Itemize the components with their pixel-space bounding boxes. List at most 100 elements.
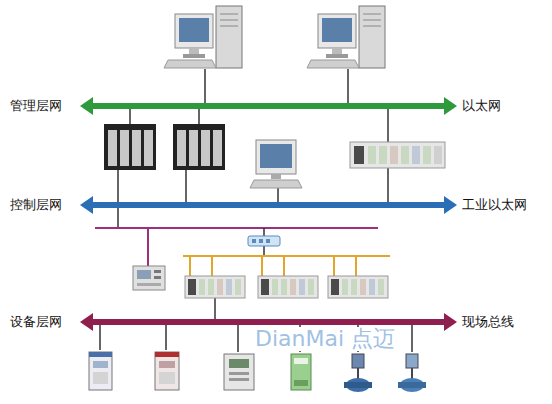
sub-network-line — [147, 228, 149, 266]
drive — [89, 352, 112, 390]
workstation — [363, 26, 381, 27]
plc-rack — [369, 279, 375, 295]
operator-panel — [137, 283, 161, 286]
server-rack — [108, 130, 117, 166]
plc-rack — [299, 279, 305, 295]
fieldbus — [80, 313, 93, 331]
industrial-ethernet-bus — [80, 196, 457, 214]
bus-label: 管理层网 — [10, 97, 62, 115]
workstation — [318, 14, 356, 48]
workstation — [220, 26, 238, 27]
server-rack — [177, 130, 186, 166]
server-rack — [132, 130, 141, 166]
drive — [93, 372, 108, 384]
plc-rack — [235, 279, 241, 295]
operator-panel — [154, 270, 161, 273]
wire — [411, 325, 413, 352]
workstation — [164, 60, 216, 68]
wire — [204, 69, 206, 104]
plc-rack — [328, 276, 388, 298]
wire — [129, 108, 131, 124]
plc-rack — [226, 279, 232, 295]
workstation — [183, 54, 205, 58]
control-valve — [406, 354, 418, 368]
drive — [89, 352, 112, 357]
io-module — [291, 354, 311, 390]
wire — [165, 325, 167, 350]
server-rack — [144, 130, 153, 166]
workstation — [164, 6, 242, 68]
io-module — [291, 354, 311, 390]
control-valve — [352, 354, 364, 368]
wire — [99, 325, 101, 350]
bus-label: 工业以太网 — [462, 196, 527, 214]
wire — [100, 325, 412, 352]
operator-panel — [133, 266, 165, 290]
plc-rack — [258, 276, 318, 298]
wire — [347, 69, 349, 104]
plc-rack — [308, 279, 314, 295]
sub-network-line — [355, 256, 357, 276]
power-meter — [229, 378, 249, 381]
server-rack — [189, 130, 198, 166]
server-rack — [213, 130, 222, 166]
power-meter — [229, 359, 249, 368]
sub-network-line — [263, 228, 265, 236]
server-rack — [104, 124, 156, 170]
workstation — [363, 14, 381, 15]
plc-rack — [354, 146, 364, 164]
workstation — [307, 60, 359, 68]
plc-rack — [281, 279, 287, 295]
wire — [117, 170, 119, 228]
fieldbus — [90, 319, 447, 325]
wire — [214, 298, 216, 320]
workstation — [363, 20, 381, 21]
power-meter — [224, 354, 254, 390]
plc-rack — [360, 279, 366, 295]
network-switch — [259, 239, 263, 243]
watermark: DianMai 点迈 — [252, 327, 398, 351]
plc-rack — [423, 146, 431, 164]
plc-rack — [342, 279, 348, 295]
workstation — [359, 6, 385, 68]
workstation — [216, 6, 242, 68]
control-valve — [398, 382, 426, 388]
ethernet-bus — [80, 97, 457, 115]
workstation — [220, 14, 238, 15]
workstation — [307, 6, 385, 68]
drive — [155, 352, 179, 357]
operator-station — [250, 140, 302, 188]
drive — [155, 352, 179, 390]
server-rack — [120, 130, 129, 166]
workstation — [220, 20, 238, 21]
bus-label: 控制层网 — [10, 196, 62, 214]
plc-rack — [217, 279, 223, 295]
network-switch — [248, 236, 280, 246]
industrial-ethernet-bus — [90, 202, 447, 208]
sub-network-line — [189, 256, 191, 276]
network-switch — [266, 239, 270, 243]
drive — [159, 372, 175, 384]
sub-network-line — [95, 227, 378, 229]
power-meter — [224, 354, 254, 390]
plc-rack — [208, 279, 214, 295]
bus-label: 以太网 — [462, 97, 501, 115]
plc-rack — [272, 279, 278, 295]
control-valve — [344, 382, 372, 388]
plc-rack — [261, 279, 269, 295]
bus-label: 现场总线 — [462, 313, 514, 331]
server-rack — [201, 130, 210, 166]
sub-network-line — [283, 256, 285, 276]
operator-station — [250, 180, 302, 188]
plc-rack — [401, 146, 409, 164]
ethernet-bus — [444, 97, 457, 115]
plc-rack — [350, 142, 445, 168]
ethernet-bus — [90, 103, 447, 109]
sub-network-line — [261, 256, 263, 276]
sub-network-line — [211, 256, 213, 276]
wire — [198, 108, 200, 124]
operator-panel — [133, 266, 165, 290]
workstation — [189, 48, 199, 54]
workstation — [332, 48, 342, 54]
bus-label: 设备层网 — [10, 313, 62, 331]
